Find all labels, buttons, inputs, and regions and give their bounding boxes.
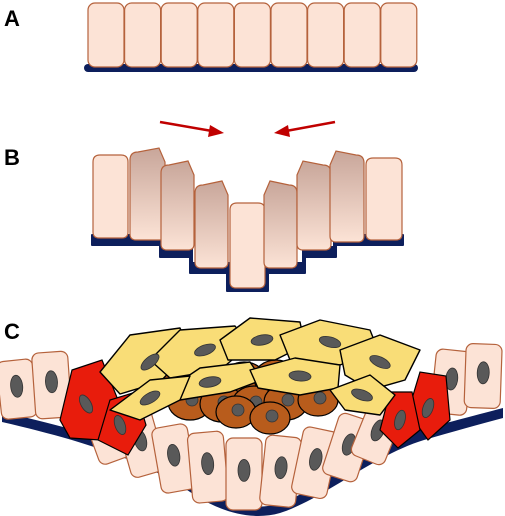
nucleus bbox=[10, 374, 24, 398]
columnar-cell-c bbox=[151, 423, 198, 494]
nucleus bbox=[309, 448, 323, 471]
nucleus bbox=[201, 452, 215, 476]
cell-b-2 bbox=[129, 147, 166, 241]
nucleus bbox=[140, 353, 160, 371]
nucleus bbox=[288, 370, 312, 382]
columnar-cell-c bbox=[291, 426, 340, 500]
cell-a-9 bbox=[380, 2, 418, 68]
cell-b-1 bbox=[92, 154, 129, 239]
nucleus bbox=[198, 376, 222, 388]
nucleus bbox=[274, 456, 288, 480]
nucleus bbox=[369, 355, 391, 369]
yellow-cells bbox=[99, 317, 421, 421]
cell-a-7 bbox=[307, 2, 345, 68]
columnar-cell-c bbox=[259, 434, 303, 508]
left-arrow-icon bbox=[274, 120, 336, 137]
nucleus bbox=[45, 370, 58, 394]
nucleus bbox=[281, 393, 295, 407]
nucleus bbox=[167, 443, 181, 467]
cell-a-8 bbox=[343, 2, 381, 68]
panel-label-c: C bbox=[4, 319, 20, 344]
nucleus bbox=[313, 391, 327, 405]
cell-a-4 bbox=[197, 2, 235, 68]
panel-label-b: B bbox=[4, 145, 20, 170]
cell-row-a bbox=[87, 2, 418, 68]
cell-b-8 bbox=[329, 150, 365, 243]
panel-label-a: A bbox=[4, 6, 20, 31]
panel-a-epithelium bbox=[84, 2, 418, 72]
red-cells bbox=[59, 359, 451, 456]
panel-c-bud bbox=[0, 317, 503, 516]
cell-b-4 bbox=[194, 180, 229, 269]
cell-b-3 bbox=[160, 160, 195, 251]
cell-b-5 bbox=[229, 202, 266, 289]
nucleus bbox=[231, 403, 245, 417]
columnar-cell-c bbox=[463, 343, 503, 409]
nucleus bbox=[394, 409, 406, 431]
cell-b-6 bbox=[263, 180, 298, 269]
nucleus bbox=[265, 409, 279, 423]
nucleus bbox=[113, 415, 127, 435]
cell-a-1 bbox=[87, 2, 125, 68]
cell-a-5 bbox=[233, 2, 271, 68]
nucleus bbox=[78, 394, 94, 414]
cell-a-2 bbox=[123, 2, 162, 68]
cell-b-9 bbox=[365, 157, 403, 241]
cell-a-6 bbox=[270, 2, 308, 68]
columnar-cell-c bbox=[225, 437, 263, 511]
nucleus bbox=[318, 335, 342, 349]
nucleus bbox=[250, 334, 274, 346]
nucleus bbox=[476, 361, 490, 385]
nucleus bbox=[351, 388, 373, 402]
panel-b-epithelium bbox=[91, 120, 404, 292]
nucleus bbox=[237, 458, 251, 482]
nucleus bbox=[139, 390, 161, 406]
columnar-cell-c bbox=[186, 430, 229, 504]
cell-row-b bbox=[92, 147, 403, 289]
cell-a-3 bbox=[160, 2, 198, 68]
right-arrow-icon bbox=[159, 120, 224, 137]
nucleus bbox=[194, 343, 216, 357]
cell-b-7 bbox=[296, 160, 332, 251]
nucleus bbox=[421, 398, 435, 418]
